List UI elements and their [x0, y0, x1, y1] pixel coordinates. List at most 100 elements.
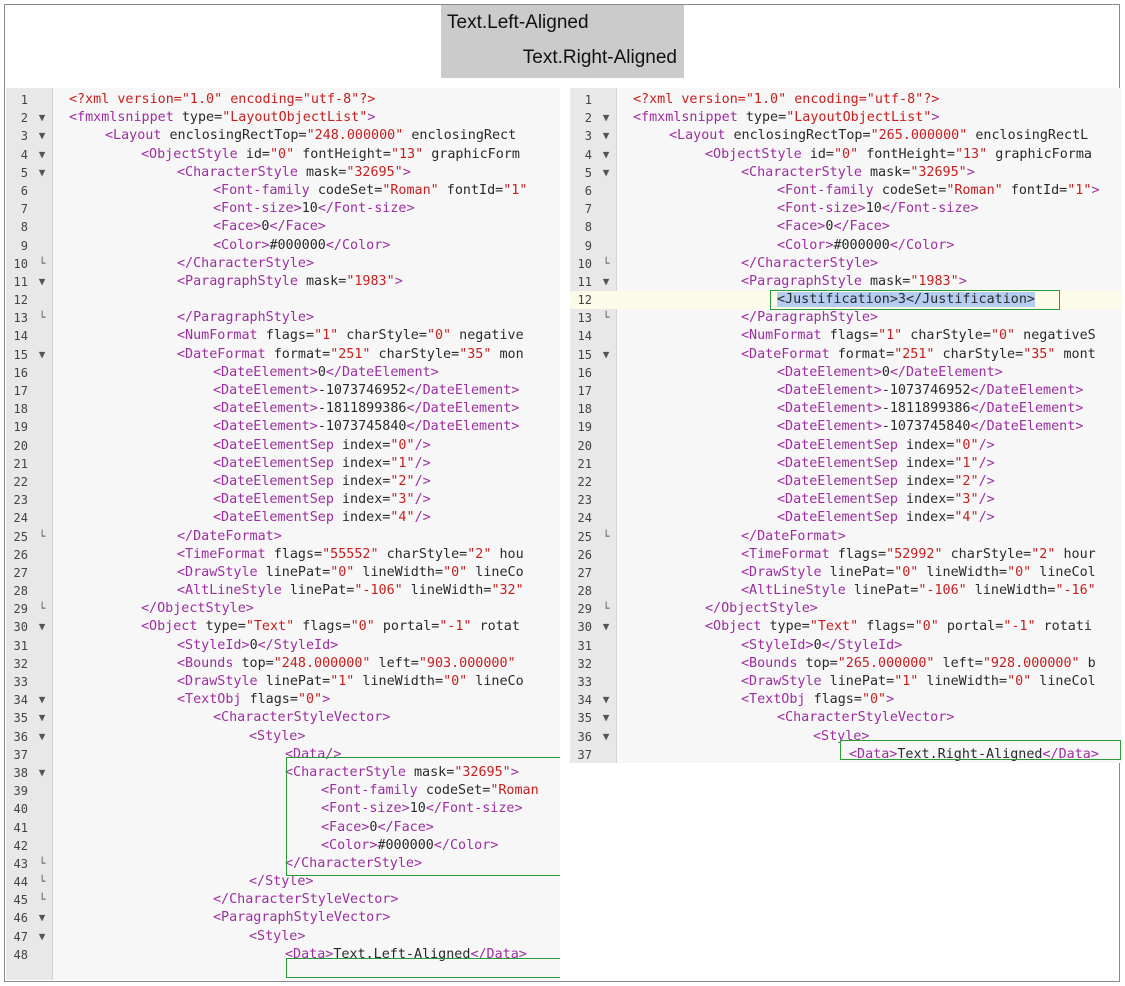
- code-line[interactable]: 10└</CharacterStyle>: [6, 255, 560, 273]
- code-line[interactable]: 39<Font-family codeSet="Roman: [6, 782, 560, 800]
- code-line[interactable]: 47▼<Style>: [6, 928, 560, 946]
- code-line[interactable]: 5▼<CharacterStyle mask="32695">: [6, 164, 560, 182]
- code-line[interactable]: 7<Font-size>10</Font-size>: [570, 200, 1122, 218]
- code-line[interactable]: 6<Font-family codeSet="Roman" fontId="1"…: [570, 182, 1122, 200]
- code-line[interactable]: 28<AltLineStyle linePat="-106" lineWidth…: [6, 582, 560, 600]
- fold-toggle-icon[interactable]: ▼: [38, 129, 46, 143]
- code-line[interactable]: 35▼<CharacterStyleVector>: [6, 709, 560, 727]
- code-line[interactable]: 15▼<DateFormat format="251" charStyle="3…: [6, 346, 560, 364]
- code-line[interactable]: 19<DateElement>-1073745840</DateElement>: [570, 418, 1122, 436]
- code-line[interactable]: 42<Color>#000000</Color>: [6, 837, 560, 855]
- code-line[interactable]: 31<StyleId>0</StyleId>: [570, 637, 1122, 655]
- code-line[interactable]: 36▼<Style>: [6, 728, 560, 746]
- fold-toggle-icon[interactable]: ▼: [38, 929, 46, 943]
- code-line[interactable]: 23<DateElementSep index="3"/>: [570, 491, 1122, 509]
- code-line[interactable]: 38▼<CharacterStyle mask="32695">: [6, 764, 560, 782]
- code-line[interactable]: 43└</CharacterStyle>: [6, 855, 560, 873]
- code-line[interactable]: 3▼<Layout enclosingRectTop="248.000000" …: [6, 127, 560, 145]
- code-line[interactable]: 21<DateElementSep index="1"/>: [6, 455, 560, 473]
- fold-toggle-icon[interactable]: ▼: [38, 765, 46, 779]
- fold-toggle-icon[interactable]: ▼: [38, 620, 46, 634]
- code-line[interactable]: 12<Justification>3</Justification>: [570, 291, 1122, 310]
- code-line[interactable]: 26<TimeFormat flags="55552" charStyle="2…: [6, 546, 560, 564]
- code-line[interactable]: 4▼<ObjectStyle id="0" fontHeight="13" gr…: [6, 146, 560, 164]
- fold-toggle-icon[interactable]: ▼: [602, 711, 610, 725]
- fold-toggle-icon[interactable]: ▼: [38, 165, 46, 179]
- code-line[interactable]: 9<Color>#000000</Color>: [6, 237, 560, 255]
- code-line[interactable]: 26<TimeFormat flags="52992" charStyle="2…: [570, 546, 1122, 564]
- fold-toggle-icon[interactable]: ▼: [38, 274, 46, 288]
- fold-toggle-icon[interactable]: ▼: [602, 111, 610, 125]
- fold-toggle-icon[interactable]: ▼: [38, 347, 46, 361]
- code-line[interactable]: 24<DateElementSep index="4"/>: [6, 509, 560, 527]
- code-line[interactable]: 17<DateElement>-1073746952</DateElement>: [6, 382, 560, 400]
- code-line[interactable]: 25└</DateFormat>: [6, 528, 560, 546]
- code-line[interactable]: 8<Face>0</Face>: [6, 218, 560, 236]
- code-line[interactable]: 32<Bounds top="248.000000" left="903.000…: [6, 655, 560, 673]
- code-line[interactable]: 41<Face>0</Face>: [6, 819, 560, 837]
- xml-editor-left[interactable]: 1<?xml version="1.0" encoding="utf-8"?>2…: [6, 88, 560, 980]
- code-line[interactable]: 1<?xml version="1.0" encoding="utf-8"?>: [570, 91, 1122, 109]
- code-line[interactable]: 7<Font-size>10</Font-size>: [6, 200, 560, 218]
- preview-right-aligned-text[interactable]: Text.Right-Aligned: [522, 47, 677, 68]
- code-area[interactable]: 1<?xml version="1.0" encoding="utf-8"?>2…: [570, 91, 1122, 763]
- code-line[interactable]: 2▼<fmxmlsnippet type="LayoutObjectList">: [570, 109, 1122, 127]
- code-line[interactable]: 16<DateElement>0</DateElement>: [570, 364, 1122, 382]
- code-line[interactable]: 16<DateElement>0</DateElement>: [6, 364, 560, 382]
- code-line[interactable]: 14<NumFormat flags="1" charStyle="0" neg…: [570, 327, 1122, 345]
- code-line[interactable]: 17<DateElement>-1073746952</DateElement>: [570, 382, 1122, 400]
- fold-toggle-icon[interactable]: ▼: [602, 347, 610, 361]
- code-line[interactable]: 45└</CharacterStyleVector>: [6, 891, 560, 909]
- code-line[interactable]: 24<DateElementSep index="4"/>: [570, 509, 1122, 527]
- code-line[interactable]: 13└</ParagraphStyle>: [6, 309, 560, 327]
- code-line[interactable]: 9<Color>#000000</Color>: [570, 237, 1122, 255]
- fold-toggle-icon[interactable]: ▼: [602, 147, 610, 161]
- code-line[interactable]: 20<DateElementSep index="0"/>: [6, 437, 560, 455]
- code-line[interactable]: 32<Bounds top="265.000000" left="928.000…: [570, 655, 1122, 673]
- fold-toggle-icon[interactable]: ▼: [602, 129, 610, 143]
- code-line[interactable]: 27<DrawStyle linePat="0" lineWidth="0" l…: [570, 564, 1122, 582]
- code-line[interactable]: 37<Data/>: [6, 746, 560, 764]
- code-line[interactable]: 31<StyleId>0</StyleId>: [6, 637, 560, 655]
- code-line[interactable]: 22<DateElementSep index="2"/>: [570, 473, 1122, 491]
- fold-toggle-icon[interactable]: ▼: [602, 274, 610, 288]
- code-line[interactable]: 12: [6, 291, 560, 309]
- code-line[interactable]: 29└</ObjectStyle>: [570, 600, 1122, 618]
- xml-editor-right[interactable]: 1<?xml version="1.0" encoding="utf-8"?>2…: [570, 88, 1122, 763]
- code-line[interactable]: 22<DateElementSep index="2"/>: [6, 473, 560, 491]
- code-line[interactable]: 4▼<ObjectStyle id="0" fontHeight="13" gr…: [570, 146, 1122, 164]
- code-line[interactable]: 29└</ObjectStyle>: [6, 600, 560, 618]
- code-line[interactable]: 11▼<ParagraphStyle mask="1983">: [570, 273, 1122, 291]
- code-line[interactable]: 37<Data>Text.Right-Aligned</Data>: [570, 746, 1122, 763]
- preview-left-aligned-text[interactable]: Text.Left-Aligned: [447, 12, 589, 33]
- code-line[interactable]: 30▼<Object type="Text" flags="0" portal=…: [6, 618, 560, 636]
- code-line[interactable]: 33<DrawStyle linePat="1" lineWidth="0" l…: [570, 673, 1122, 691]
- code-line[interactable]: 5▼<CharacterStyle mask="32695">: [570, 164, 1122, 182]
- fold-toggle-icon[interactable]: ▼: [602, 693, 610, 707]
- code-line[interactable]: 36▼<Style>: [570, 728, 1122, 746]
- fold-toggle-icon[interactable]: ▼: [602, 729, 610, 743]
- code-line[interactable]: 20<DateElementSep index="0"/>: [570, 437, 1122, 455]
- code-line[interactable]: 18<DateElement>-1811899386</DateElement>: [6, 400, 560, 418]
- code-line[interactable]: 33<DrawStyle linePat="1" lineWidth="0" l…: [6, 673, 560, 691]
- code-line[interactable]: 23<DateElementSep index="3"/>: [6, 491, 560, 509]
- fold-toggle-icon[interactable]: ▼: [38, 693, 46, 707]
- code-line[interactable]: 40<Font-size>10</Font-size>: [6, 800, 560, 818]
- code-line[interactable]: 14<NumFormat flags="1" charStyle="0" neg…: [6, 327, 560, 345]
- code-line[interactable]: 15▼<DateFormat format="251" charStyle="3…: [570, 346, 1122, 364]
- code-line[interactable]: 34▼<TextObj flags="0">: [6, 691, 560, 709]
- code-area[interactable]: 1<?xml version="1.0" encoding="utf-8"?>2…: [6, 91, 560, 964]
- code-line[interactable]: 6<Font-family codeSet="Roman" fontId="1": [6, 182, 560, 200]
- code-line[interactable]: 21<DateElementSep index="1"/>: [570, 455, 1122, 473]
- code-line[interactable]: 28<AltLineStyle linePat="-106" lineWidth…: [570, 582, 1122, 600]
- code-line[interactable]: 34▼<TextObj flags="0">: [570, 691, 1122, 709]
- code-line[interactable]: 10└</CharacterStyle>: [570, 255, 1122, 273]
- code-line[interactable]: 25└</DateFormat>: [570, 528, 1122, 546]
- code-line[interactable]: 30▼<Object type="Text" flags="0" portal=…: [570, 618, 1122, 636]
- fold-toggle-icon[interactable]: ▼: [38, 911, 46, 925]
- code-line[interactable]: 19<DateElement>-1073745840</DateElement>: [6, 418, 560, 436]
- code-line[interactable]: 18<DateElement>-1811899386</DateElement>: [570, 400, 1122, 418]
- code-line[interactable]: 35▼<CharacterStyleVector>: [570, 709, 1122, 727]
- fold-toggle-icon[interactable]: ▼: [602, 620, 610, 634]
- code-line[interactable]: 3▼<Layout enclosingRectTop="265.000000" …: [570, 127, 1122, 145]
